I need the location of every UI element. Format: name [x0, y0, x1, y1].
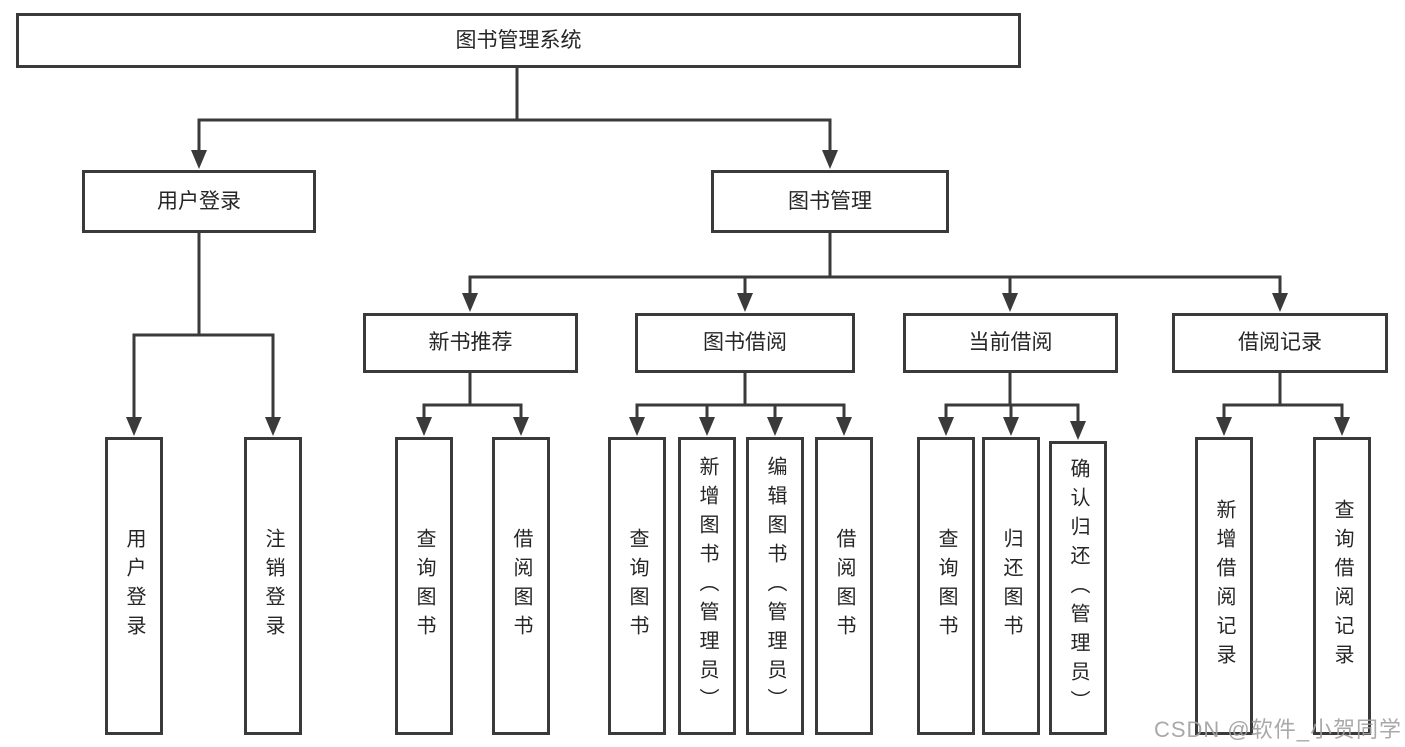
node-root: 图书管理系统	[16, 13, 1021, 68]
leaf-edit-book-admin: 编辑图书（管理员）	[746, 437, 804, 735]
connector-bookmgmt-to-level3	[468, 233, 1282, 295]
leaf-add-book-admin: 新增图书（管理员）	[678, 437, 736, 735]
node-user-login: 用户登录	[82, 170, 316, 233]
node-new-book-recommend: 新书推荐	[363, 313, 578, 373]
leaf-query-borrow-record: 查询借阅记录	[1313, 437, 1371, 735]
connector-bookborrow-to-leaves	[635, 373, 846, 419]
leaf-borrow-book: 借阅图书	[815, 437, 873, 735]
leaf-query-book-recommend: 查询图书	[395, 437, 453, 735]
connector-newbookrec-to-leaves	[422, 373, 523, 419]
leaf-logout: 注销登录	[244, 437, 302, 735]
node-book-borrow: 图书借阅	[635, 313, 855, 373]
leaf-query-book-borrow: 查询图书	[608, 437, 666, 735]
node-borrow-records: 借阅记录	[1172, 313, 1388, 373]
leaf-add-borrow-record: 新增借阅记录	[1195, 437, 1253, 735]
node-current-borrow: 当前借阅	[903, 313, 1118, 373]
node-book-management: 图书管理	[711, 170, 949, 233]
connector-userlogin-to-leaves	[132, 233, 275, 419]
leaf-borrow-book-recommend: 借阅图书	[492, 437, 550, 735]
connector-borrowrecords-to-leaves	[1222, 373, 1344, 419]
connector-currentborrow-to-leaves	[944, 373, 1080, 423]
leaf-return-book: 归还图书	[982, 437, 1040, 735]
leaf-confirm-return-admin: 确认归还（管理员）	[1049, 441, 1107, 735]
csdn-watermark: CSDN @软件_小贺同学	[1153, 717, 1402, 742]
leaf-query-book-current: 查询图书	[917, 437, 975, 735]
connector-root-to-level2	[197, 68, 832, 152]
leaf-user-login: 用户登录	[105, 437, 163, 735]
